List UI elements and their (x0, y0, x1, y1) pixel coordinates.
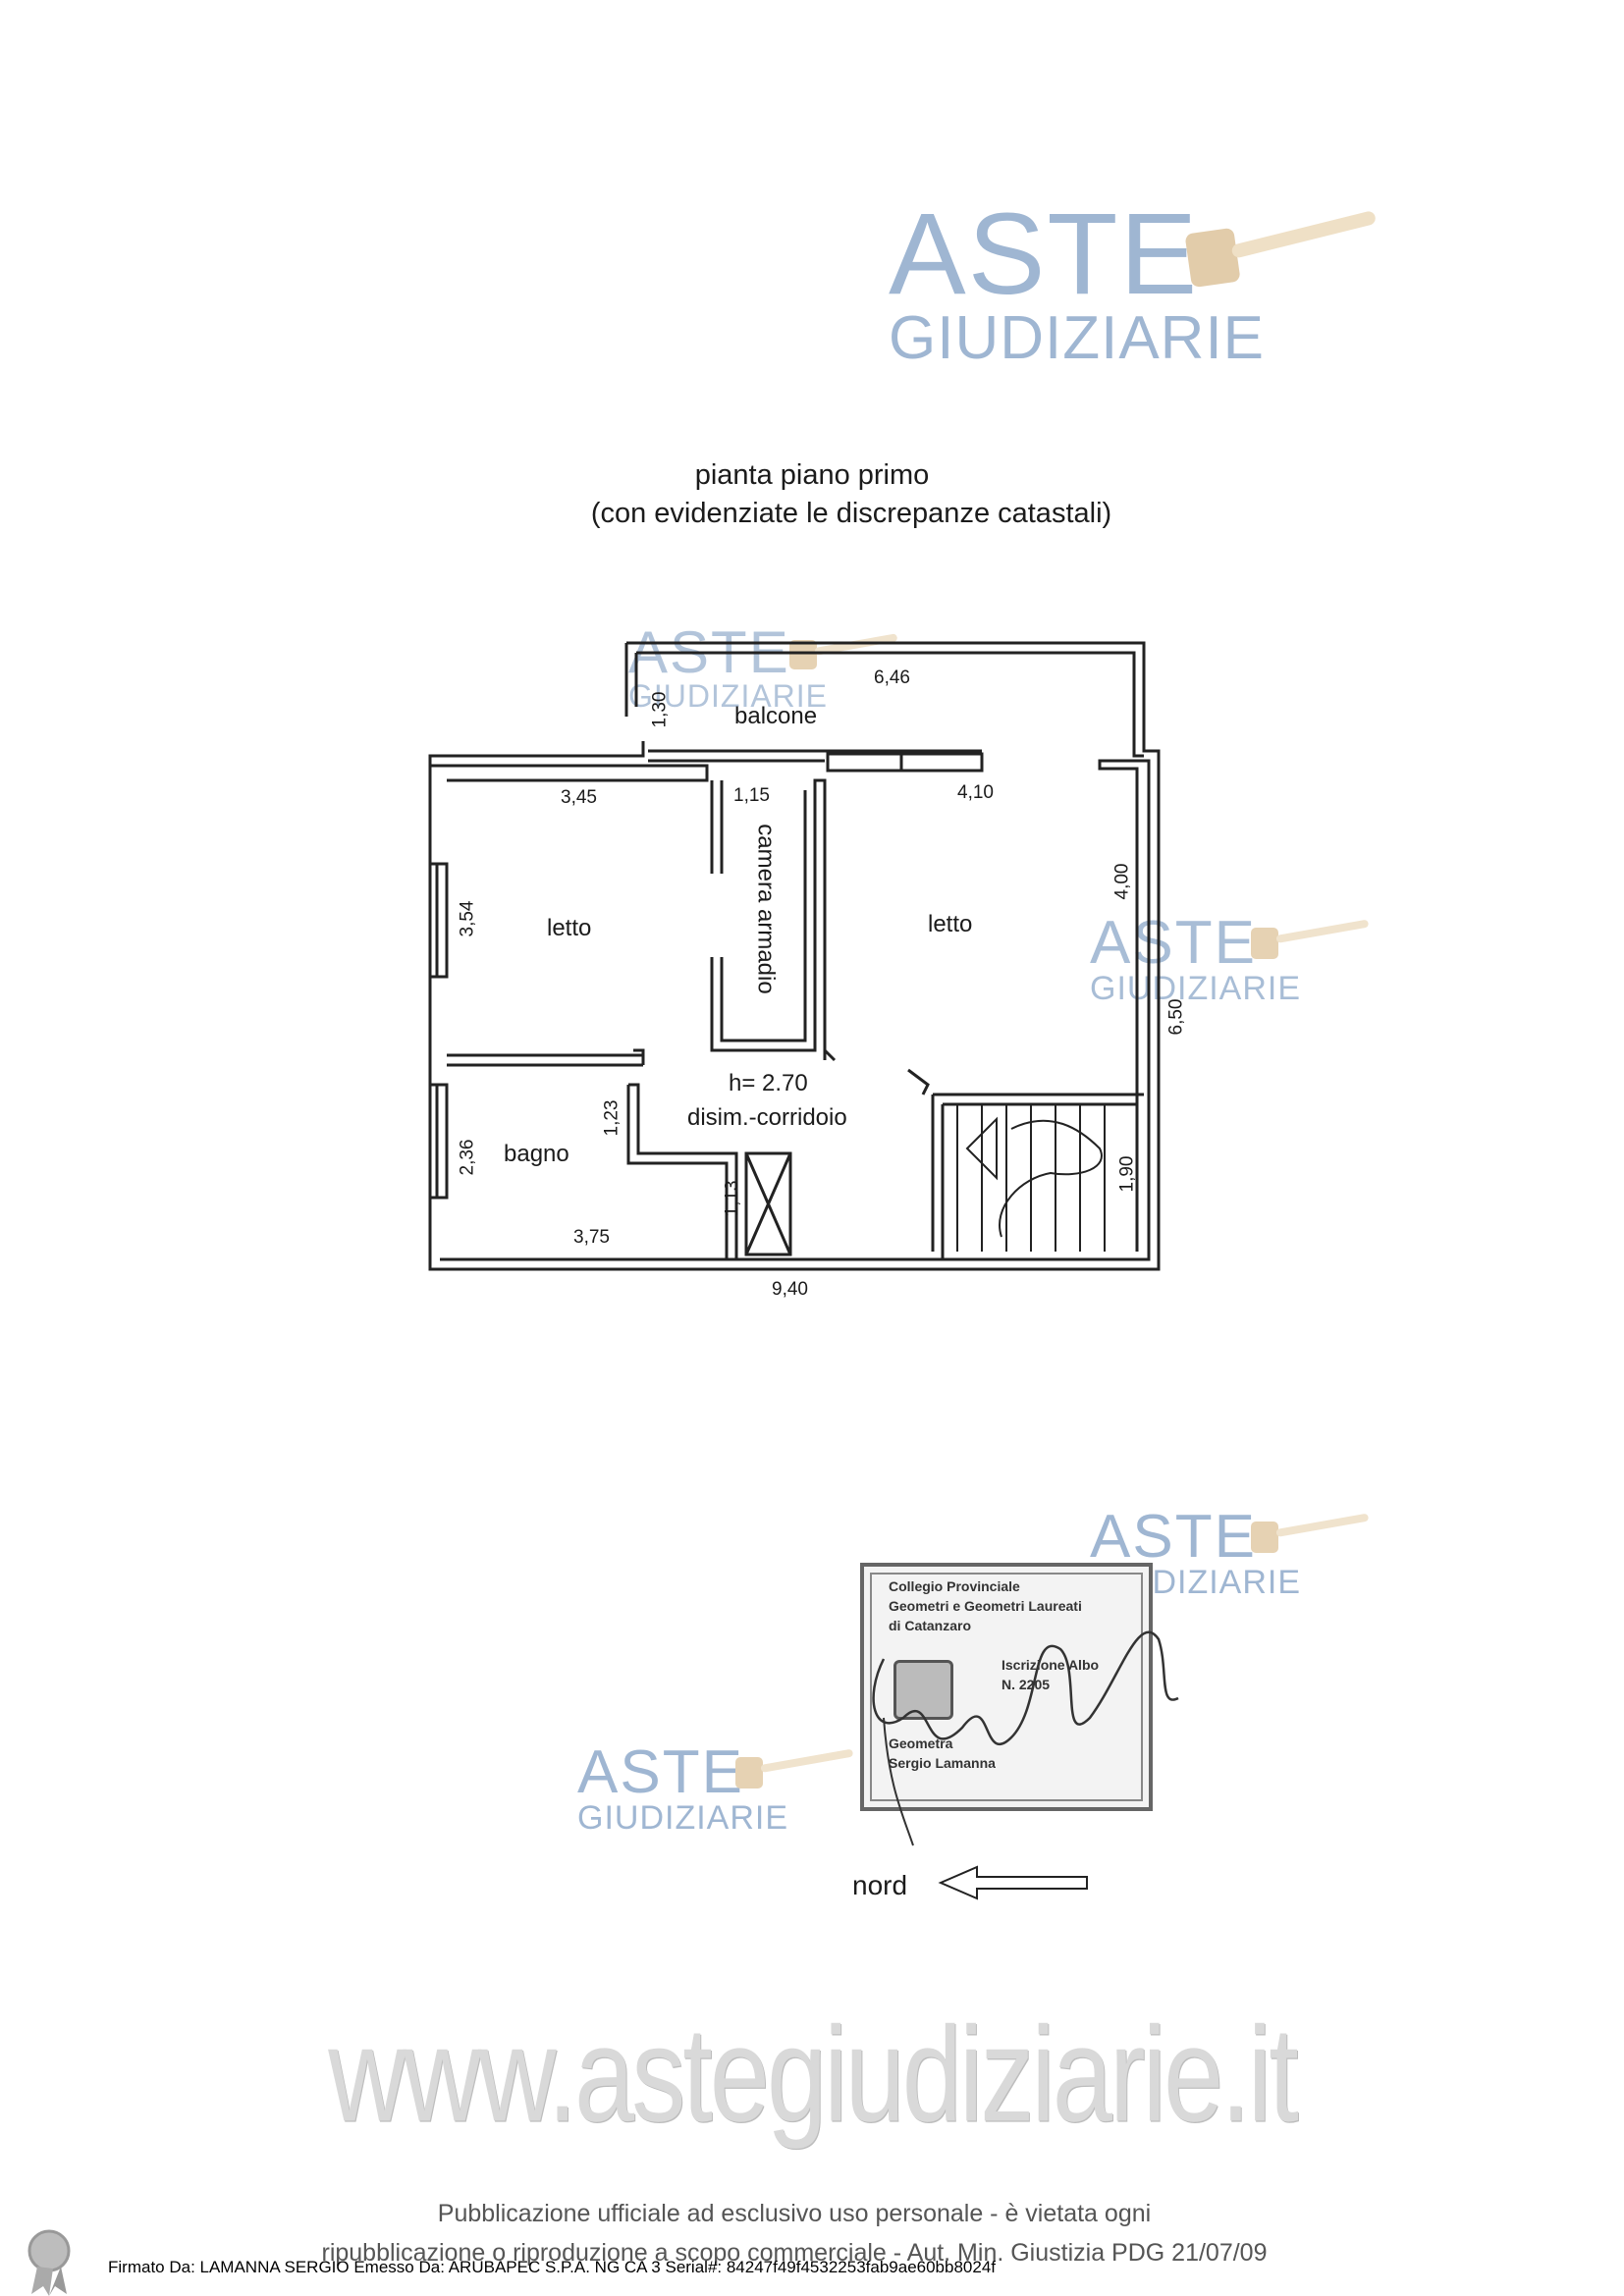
gavel-icon (1251, 1514, 1369, 1553)
dimension-total-depth: 6,50 (1165, 998, 1187, 1036)
gavel-icon (735, 1749, 853, 1789)
watermark-subtext: GIUDIZIARIE (1090, 970, 1302, 1007)
dimension-stair-depth: 1,90 (1116, 1155, 1138, 1193)
watermark-logo-bottom: ASTE GIUDIZIARIE (577, 1738, 789, 1837)
watermark-text: ASTE (889, 189, 1200, 319)
gavel-icon (1185, 211, 1376, 288)
room-label-camera-armadio: camera armadio (752, 824, 780, 994)
stamp-line: Collegio Provinciale (889, 1578, 1020, 1594)
room-label-letto-right: letto (928, 911, 973, 937)
stamp-line: di Catanzaro (889, 1618, 972, 1633)
room-height: h= 2.70 (729, 1070, 808, 1096)
room-label-bagno: bagno (504, 1141, 569, 1167)
gavel-icon (789, 633, 897, 669)
stamp-inner-border (870, 1573, 1143, 1801)
dimension-bagno-depth: 2,36 (457, 1139, 478, 1176)
stamp-line: Sergio Lamanna (889, 1755, 996, 1771)
room-label-corridoio: disim.-corridoio (687, 1104, 847, 1131)
stamp-line: N. 2205 (1001, 1677, 1051, 1692)
room-label-balcone: balcone (734, 703, 818, 729)
plan-title: pianta piano primo (694, 459, 930, 491)
watermark-logo-top: ASTE GIUDIZIARIE (889, 196, 1265, 369)
dimension-letto-right-depth: 4,00 (1111, 863, 1133, 900)
dimension-bagno-width: 3,75 (573, 1227, 610, 1248)
dimension-letto-left-width: 3,45 (561, 787, 597, 808)
signature-seal-icon (27, 2229, 71, 2296)
floor-plan (428, 641, 1161, 1271)
gavel-icon (1251, 920, 1369, 959)
stamp-line: Geometra (889, 1735, 953, 1751)
watermark-subtext: GIUDIZIARIE (889, 304, 1266, 372)
footer-line-2: ripubblicazione o riproduzione a scopo c… (321, 2239, 1268, 2267)
digital-signature-info: Firmato Da: LAMANNA SERGIO Emesso Da: AR… (108, 2258, 997, 2276)
dimension-balcone-width: 6,46 (874, 667, 910, 688)
dimension-armadio-width: 1,15 (733, 785, 770, 806)
dimension-balcone-depth: 1,30 (649, 691, 671, 728)
watermark-logo-right: ASTE GIUDIZIARIE (1090, 909, 1302, 1007)
dimension-corridor-step: 1,23 (601, 1099, 623, 1137)
stamp-line: Geometri e Geometri Laureati (889, 1598, 1082, 1614)
watermark-text: ASTE (1090, 1503, 1257, 1571)
dimension-letto-right-width: 4,10 (957, 782, 994, 803)
handwritten-signature (872, 1630, 1179, 1846)
watermark-subtext: GIUDIZIARIE (577, 1799, 789, 1837)
north-label: nord (852, 1870, 908, 1900)
watermark-text: ASTE (577, 1738, 744, 1806)
stamp-line: Iscrizione Albo (1001, 1657, 1100, 1673)
watermark-subtext: GIUDIZIARIE (628, 678, 829, 714)
footer-line-1: Pubblicazione ufficiale ad esclusivo uso… (437, 2200, 1152, 2227)
plan-subtitle: (con evidenziate le discrepanze catastal… (590, 498, 1112, 529)
dimension-bagno-step: 1,13 (722, 1180, 743, 1217)
professional-stamp: Collegio Provinciale Geometri e Geometri… (860, 1563, 1153, 1811)
website-watermark: www.astegiudiziarie.it (328, 1999, 1299, 2151)
north-arrow-icon (938, 1865, 1088, 1900)
room-label-letto-left: letto (547, 915, 592, 941)
dimension-total-width: 9,40 (772, 1279, 808, 1300)
watermark-text: ASTE (1090, 909, 1257, 977)
dimension-letto-left-depth: 3,54 (457, 900, 478, 937)
